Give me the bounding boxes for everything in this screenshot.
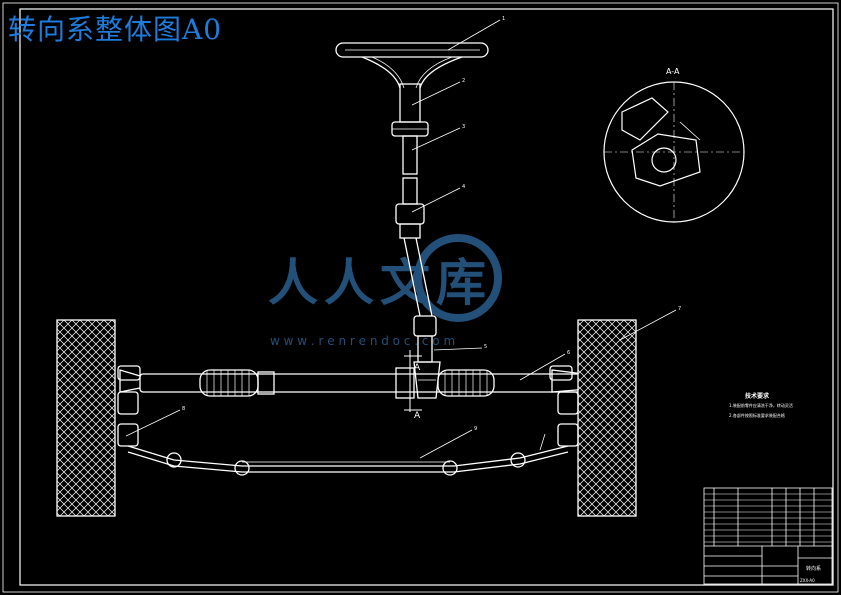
title-block-drawing-name: 转向系 <box>806 565 821 572</box>
drawing-frame-inner <box>19 8 834 586</box>
watermark-url: w w w . r e n r e n d o c . c o m <box>270 334 455 348</box>
steering-knuckles <box>117 391 579 447</box>
cut-marker-top: A <box>414 363 421 373</box>
balloon-7: 7 <box>678 306 681 312</box>
watermark: 人人文库 w w w . r e n r e n d o c . c o m <box>268 234 502 348</box>
balloon-9: 9 <box>474 426 477 432</box>
lower-linkage <box>127 445 569 476</box>
tech-requirements: 技术要求 1.装配前零件应清洗干净，转动灵活 2.各部件按照标准要求装配合格 <box>729 392 793 418</box>
left-wheel <box>56 319 116 517</box>
right-wheel <box>577 319 637 517</box>
balloon-2: 2 <box>462 78 465 84</box>
watermark-logo <box>414 234 502 322</box>
cut-marker-bottom: A <box>414 411 421 421</box>
balloon-5: 5 <box>484 344 487 350</box>
balloon-3: 3 <box>462 124 465 130</box>
tie-rods <box>117 365 601 393</box>
balloon-numbers: 1 2 3 4 5 6 7 8 9 <box>182 16 681 432</box>
leader-lines <box>125 19 677 459</box>
balloon-4: 4 <box>462 184 465 190</box>
title-block-drawing-number: ZXX-A0 <box>800 578 815 583</box>
steering-column <box>391 83 429 239</box>
section-view-aa: A-A <box>603 67 745 223</box>
tech-req-heading: 技术要求 <box>745 392 770 400</box>
title-block: 转向系 ZXX-A0 <box>703 487 833 585</box>
balloon-8: 8 <box>182 406 185 412</box>
watermark-chinese: 人人文库 <box>268 254 492 312</box>
section-cut-markers: A A <box>404 350 422 421</box>
drawing-title: 转向系整体图A0 <box>8 13 223 46</box>
balloon-6: 6 <box>567 350 570 356</box>
tech-req-item-1: 1.装配前零件应清洗干净，转动灵活 <box>729 402 793 408</box>
steering-gear-rack <box>139 361 601 399</box>
balloon-1: 1 <box>502 16 505 22</box>
tech-req-item-2: 2.各部件按照标准要求装配合格 <box>729 412 785 418</box>
steering-wheel <box>335 42 489 89</box>
section-view-label: A-A <box>666 67 680 76</box>
